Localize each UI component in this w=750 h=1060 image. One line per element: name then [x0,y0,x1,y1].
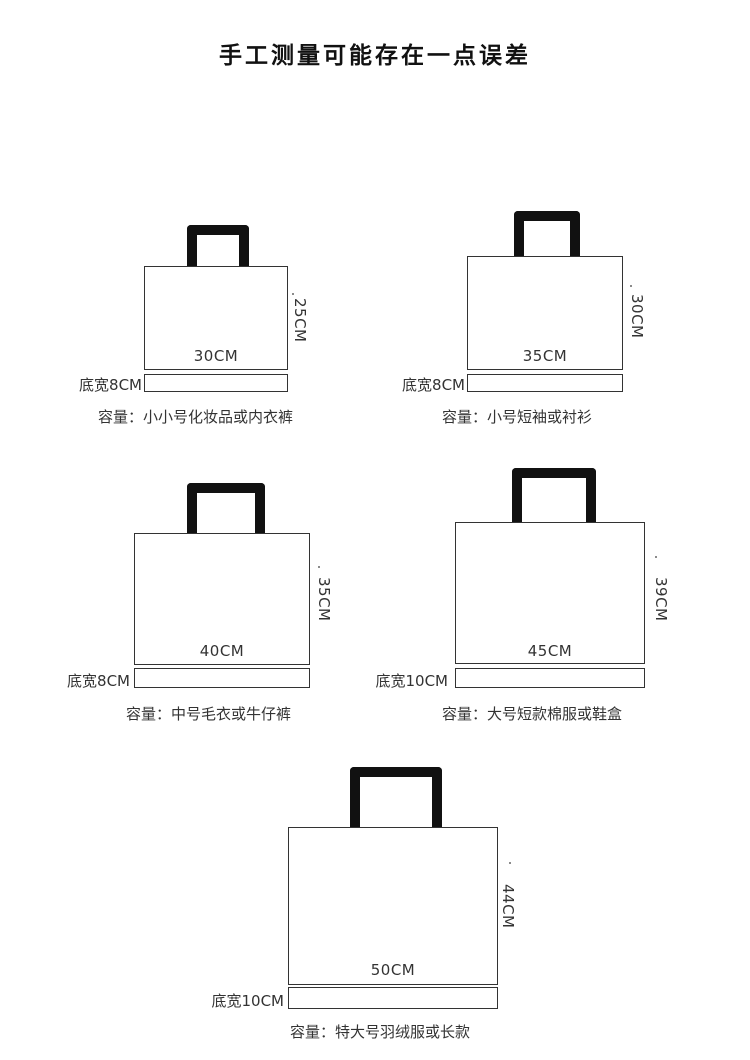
bag-body [467,256,623,370]
bag-capacity-label: 容量：小号短袖或衬衫 [442,408,593,426]
bag-handle [514,211,580,257]
bag-handle [350,767,442,829]
height-marker [292,293,294,295]
height-marker [509,862,511,864]
bag-height-label: 35CM [315,577,333,622]
bag-capacity-label: 容量：大号短款棉服或鞋盒 [442,705,623,723]
bag-body [288,827,498,985]
bag-height-label: 39CM [652,577,670,622]
bag-height-label: 44CM [499,884,517,929]
bag-handle [512,468,596,524]
bag-base [455,668,645,688]
bag-width-label: 40CM [199,642,245,660]
bag-base-label: 底宽8CM [67,672,130,690]
bag-height-label: 30CM [628,294,646,339]
bag-width-label: 35CM [522,347,568,365]
bag-base [134,668,310,688]
height-marker [630,285,632,287]
bag-body [144,266,288,370]
bag-width-label: 30CM [193,347,239,365]
height-marker [655,556,657,558]
bag-capacity-label: 容量：中号毛衣或牛仔裤 [126,705,292,723]
bag-capacity-label: 容量：小小号化妆品或内衣裤 [98,408,294,426]
bag-body [455,522,645,664]
bag-handle [187,225,249,267]
bag-base [288,987,498,1009]
bag-base [144,374,288,392]
bag-base-label: 底宽8CM [402,376,465,394]
bag-handle [187,483,265,535]
height-marker [318,566,320,568]
bag-height-label: 25CM [291,298,309,343]
bag-base-label: 底宽8CM [79,376,142,394]
bag-base [467,374,623,392]
bag-width-label: 45CM [527,642,573,660]
bag-width-label: 50CM [370,961,416,979]
bag-base-label: 底宽10CM [375,672,448,690]
bag-capacity-label: 容量：特大号羽绒服或长款 [290,1023,471,1041]
bag-body [134,533,310,665]
bag-base-label: 底宽10CM [211,992,284,1010]
page-title: 手工测量可能存在一点误差 [219,43,531,69]
